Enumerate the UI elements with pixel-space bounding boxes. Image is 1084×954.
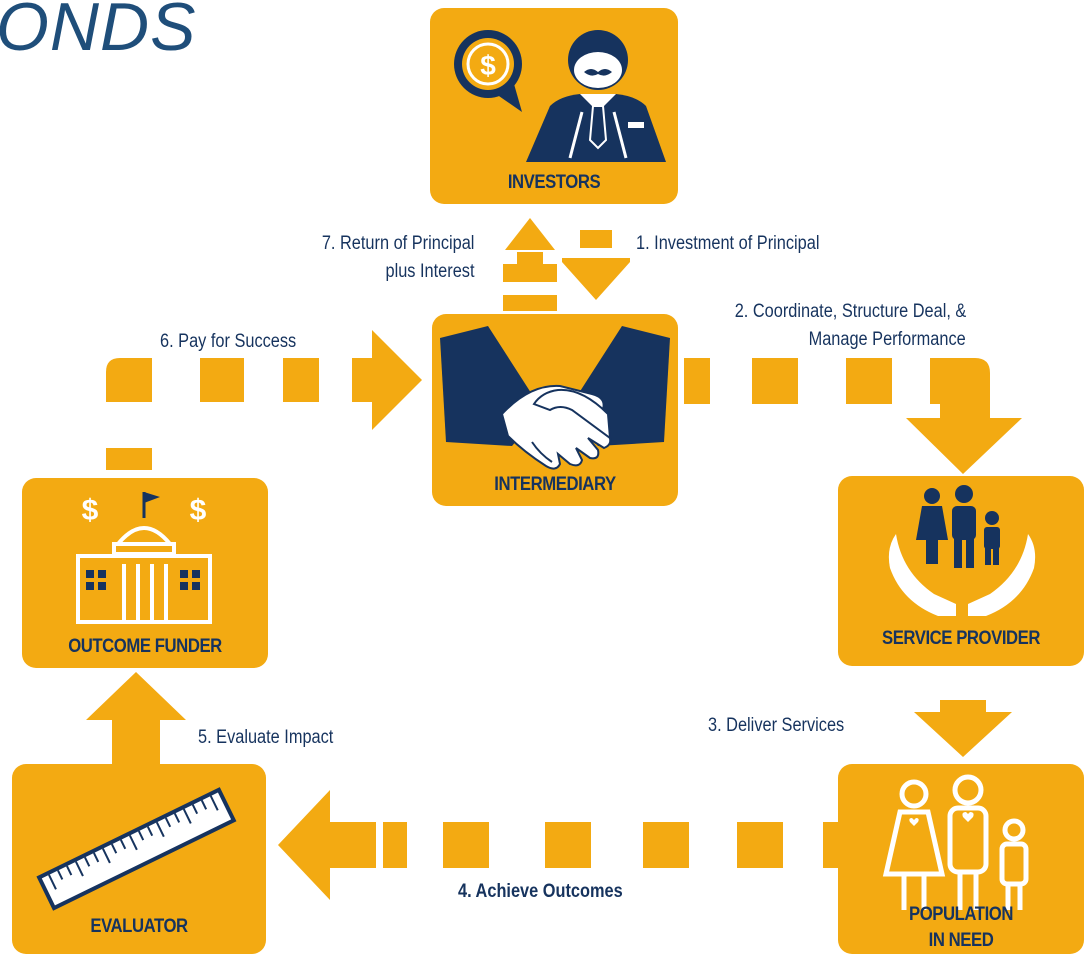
dollar-icon: $ [82, 494, 99, 527]
step-2-label-line1: 2. Coordinate, Structure Deal, & [734, 301, 966, 322]
step-7-label-line1: 7. Return of Principal [321, 233, 474, 254]
achieve-dash [823, 822, 839, 868]
population-label-line1: POPULATION [909, 904, 1013, 925]
evaluate-arrow [86, 672, 186, 765]
investment-dash [580, 230, 612, 248]
coordinate-dash [684, 358, 710, 404]
service-provider-box: SERVICE PROVIDER [838, 476, 1084, 666]
deliver-arrow [914, 700, 1012, 757]
coordinate-dash [752, 358, 798, 404]
step-1-label: 1. Investment of Principal [636, 233, 820, 254]
achieve-dash [383, 822, 407, 868]
coordinate-arrow [906, 358, 1022, 474]
government-building-icon: $ $ [76, 492, 212, 624]
achieve-arrow [278, 790, 376, 900]
pay-dash [283, 358, 319, 402]
outcome-funder-box: $ $ OUTCOME FUNDER [22, 478, 268, 668]
pay-dash [106, 448, 152, 470]
step-7-label-line2: plus Interest [384, 261, 474, 282]
ruler-icon [36, 787, 237, 911]
achieve-dash [545, 822, 591, 868]
pay-dash [106, 358, 152, 402]
coordinate-dash [846, 358, 892, 404]
population-label-line2: IN NEED [928, 930, 994, 951]
step-3-label: 3. Deliver Services [708, 715, 845, 736]
page-title: ONDS [0, 0, 197, 65]
return-dash [503, 295, 557, 311]
return-dash [503, 264, 557, 282]
handshake-icon [440, 326, 670, 470]
achieve-dash [643, 822, 689, 868]
return-arrow [505, 218, 555, 250]
step-2-label-line2: Manage Performance [808, 329, 966, 350]
investor-icon: $ [454, 30, 666, 162]
service-provider-label: SERVICE PROVIDER [881, 628, 1041, 649]
step-6-label: 6. Pay for Success [160, 331, 297, 352]
step-4-label: 4. Achieve Outcomes [458, 881, 623, 902]
family-in-hands-icon [888, 485, 1036, 616]
intermediary-label: INTERMEDIARY [494, 474, 616, 495]
pay-dash [200, 358, 244, 402]
investors-box: $ INVESTORS [430, 8, 678, 204]
svg-text:$: $ [480, 50, 496, 81]
investors-label: INVESTORS [507, 172, 601, 193]
outcome-funder-label: OUTCOME FUNDER [68, 636, 222, 657]
intermediary-box: INTERMEDIARY [432, 314, 678, 506]
family-icon [882, 774, 1029, 910]
achieve-dash [737, 822, 783, 868]
investment-arrow [562, 258, 630, 300]
population-box: POPULATION IN NEED [838, 764, 1084, 954]
dollar-icon: $ [190, 494, 207, 527]
evaluator-box: EVALUATOR [12, 764, 266, 954]
evaluator-label: EVALUATOR [90, 916, 188, 937]
pay-arrow [352, 330, 422, 430]
achieve-dash [443, 822, 489, 868]
step-5-label: 5. Evaluate Impact [198, 727, 334, 748]
